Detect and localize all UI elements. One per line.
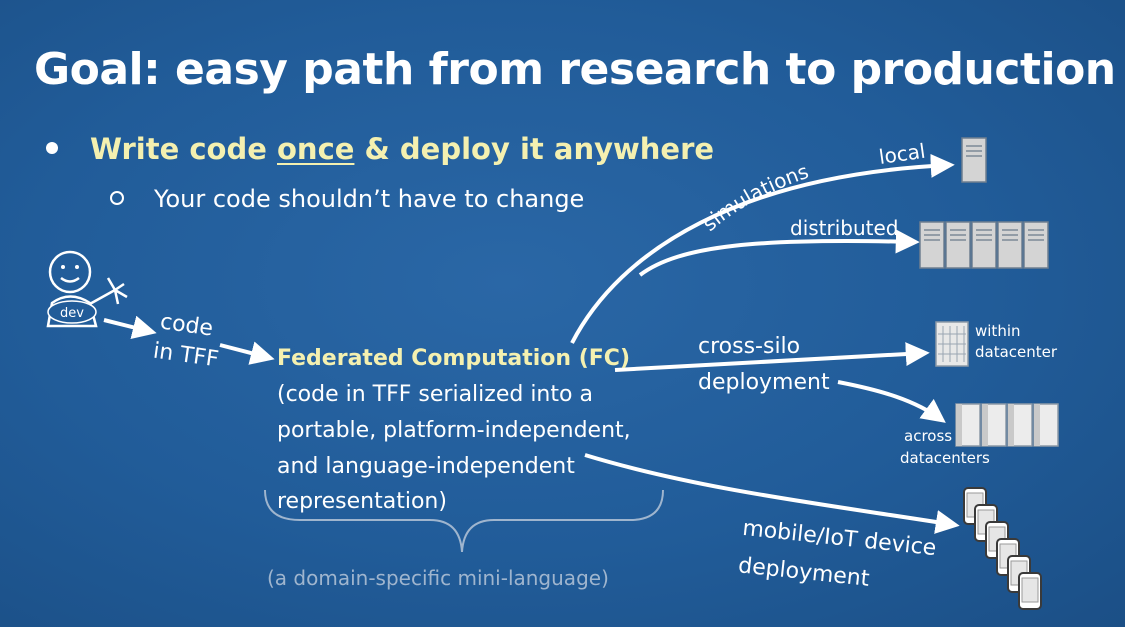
brace-note: (a domain-specific mini-language) <box>267 566 609 590</box>
label-distributed: distributed <box>790 216 899 240</box>
mobile-devices-icon <box>963 487 1042 610</box>
bullet-dot-icon <box>46 142 58 154</box>
stick-figure-icon <box>46 250 128 328</box>
server-icon <box>961 137 987 183</box>
server-rack-icon <box>919 221 1049 269</box>
arrow-fc-to-across <box>837 380 946 423</box>
bullet-sub-text: Your code shouldn’t have to change <box>154 185 585 213</box>
arrow-fc-to-within <box>614 342 930 372</box>
label-cross-silo: cross-silo <box>698 334 801 359</box>
label-across: across <box>904 427 953 445</box>
arrow-fc-to-local <box>570 153 955 344</box>
fc-desc-line-3: and language-independent <box>277 454 575 479</box>
fc-desc-line-1: (code in TFF serialized into a <box>277 382 593 407</box>
bullet-sub: Your code shouldn’t have to change <box>110 185 584 213</box>
label-within-datacenter: datacenter <box>975 343 1058 361</box>
datacenters-icon <box>955 403 1059 447</box>
bullet-main-text-end: & deploy it anywhere <box>354 132 715 166</box>
fc-desc-line-4: representation) <box>277 489 447 514</box>
label-within: within <box>975 322 1021 340</box>
bullet-main: Write code once & deploy it anywhere <box>46 132 714 166</box>
datacenter-icon <box>935 321 969 367</box>
bullet-main-text-start: Write code <box>90 132 277 166</box>
fc-desc-line-2: portable, platform-independent, <box>277 418 631 443</box>
curly-brace <box>264 489 664 553</box>
arrow-code-to-fc <box>219 341 275 365</box>
bullet-main-underlined: once <box>277 132 355 166</box>
arrow-fc-to-mobile <box>584 453 960 534</box>
dev-badge: dev <box>47 300 97 324</box>
label-local: local <box>877 139 926 169</box>
label-cross-silo-deployment: deployment <box>698 370 830 395</box>
dev-badge-label: dev <box>60 306 84 321</box>
label-across-datacenters: datacenters <box>900 449 990 467</box>
fc-title: Federated Computation (FC) <box>277 346 630 371</box>
slide-title: Goal: easy path from research to product… <box>34 44 1116 95</box>
arrow-fc-to-distributed <box>638 229 920 277</box>
arrow-dev-to-code <box>103 315 157 339</box>
bullet-ring-icon <box>110 191 124 205</box>
